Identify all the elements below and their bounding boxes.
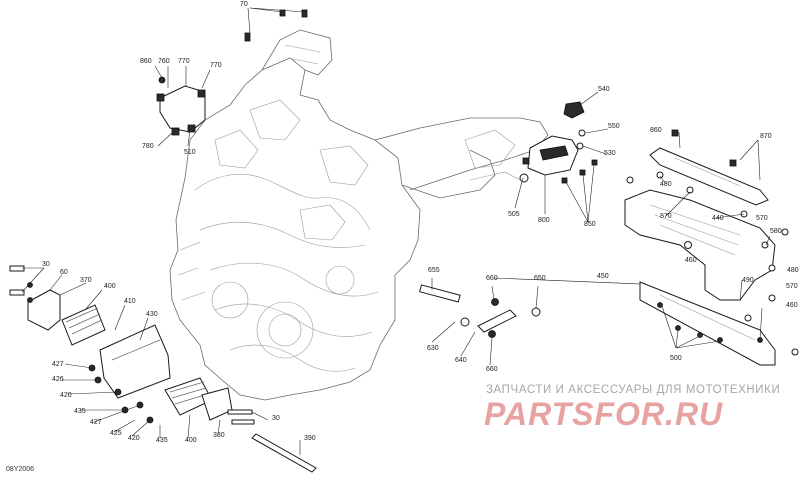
callout-70: 70 (240, 1, 248, 8)
callout-505: 505 (508, 211, 520, 218)
callout-435: 435 (156, 437, 168, 444)
callout-410: 410 (124, 298, 136, 305)
callout-427: 427 (52, 361, 64, 368)
callout-770: 770 (178, 58, 190, 65)
callout-640: 640 (455, 357, 467, 364)
callout-780: 780 (142, 143, 154, 150)
callout-labels: 70 860 760 770 770 780 510 540 550 530 505 800 850 86… (42, 1, 799, 444)
rail-450 (639, 281, 799, 366)
callout-425: 425 (110, 430, 122, 437)
callout-850: 850 (584, 221, 596, 228)
callout-30: 30 (272, 415, 280, 422)
callout-660: 660 (486, 366, 498, 373)
callout-440: 440 (712, 215, 724, 222)
callout-400: 400 (104, 283, 116, 290)
callout-570: 570 (786, 283, 798, 290)
callout-400: 400 (185, 437, 197, 444)
callout-60: 60 (60, 269, 68, 276)
callout-550: 550 (608, 123, 620, 130)
callout-860: 860 (140, 58, 152, 65)
callout-870: 870 (760, 133, 772, 140)
callout-390: 390 (304, 435, 316, 442)
callout-770: 770 (210, 62, 222, 69)
callout-530: 530 (604, 150, 616, 157)
callout-490: 490 (742, 277, 754, 284)
watermark-tagline: ЗАПЧАСТИ И АКСЕССУАРЫ ДЛЯ МОТОТЕХНИКИ (486, 384, 781, 396)
watermark-logo: PARTSFOR.RU (484, 396, 724, 432)
callout-480: 480 (787, 267, 799, 274)
callout-630: 630 (427, 345, 439, 352)
bracket-505-assembly (519, 101, 598, 184)
callout-420: 420 (60, 392, 72, 399)
callout-800: 800 (538, 217, 550, 224)
callout-870: 870 (660, 213, 672, 220)
callout-540: 540 (598, 86, 610, 93)
callout-510: 510 (184, 149, 196, 156)
callout-860: 860 (650, 127, 662, 134)
callout-30: 30 (42, 261, 50, 268)
bolts-70 (244, 9, 308, 42)
bracket-440-rail (626, 129, 769, 218)
leader-lines (21, 7, 771, 455)
callout-435: 435 (74, 408, 86, 415)
callout-380: 380 (213, 432, 225, 439)
callout-760: 760 (158, 58, 170, 65)
callout-660: 660 (486, 275, 498, 282)
linkage-640-assembly (419, 284, 541, 338)
callout-427: 427 (90, 419, 102, 426)
engine-block-outline (169, 29, 549, 401)
callout-655: 655 (428, 267, 440, 274)
callout-500: 500 (670, 355, 682, 362)
callout-430: 430 (146, 311, 158, 318)
callout-580: 580 (770, 228, 782, 235)
callout-650: 650 (534, 275, 546, 282)
callout-426: 426 (52, 376, 64, 383)
diagram-code: 08Y2006 (6, 466, 35, 473)
callout-570: 570 (756, 215, 768, 222)
mount-400-assembly (9, 265, 317, 473)
callout-460: 460 (685, 257, 697, 264)
callout-460: 460 (786, 302, 798, 309)
callout-420: 420 (128, 435, 140, 442)
callout-450: 450 (597, 273, 609, 280)
callout-480: 480 (660, 181, 672, 188)
callout-370: 370 (80, 277, 92, 284)
bracket-760-assembly (156, 76, 206, 136)
